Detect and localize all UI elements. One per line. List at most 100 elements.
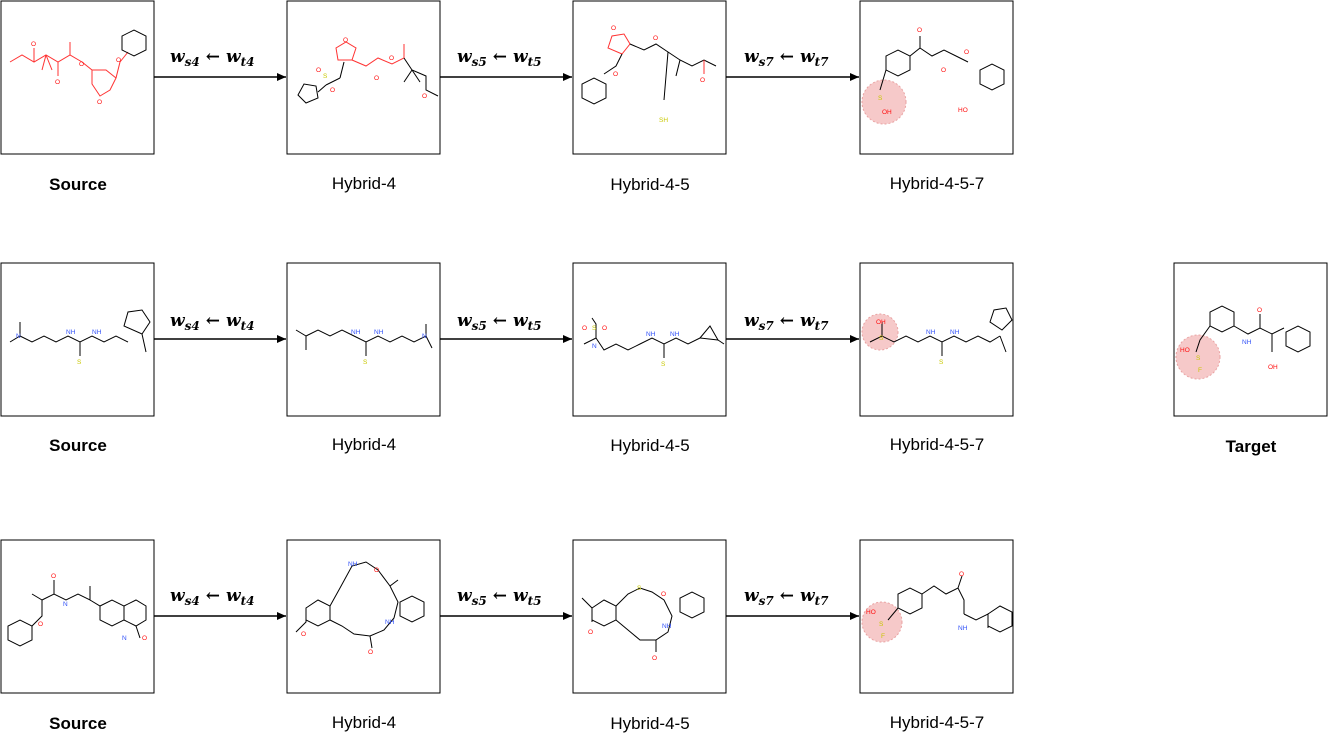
atom-o: O (964, 49, 969, 56)
atom-f: F (1198, 367, 1202, 374)
highlight-substructure (1175, 334, 1221, 380)
hybrid-4-5-molecule-drawing (581, 33, 717, 105)
hybrid-4-5-molecule-drawing (583, 317, 725, 358)
hybrid-4-5-molecule-box (572, 0, 727, 155)
stage-label-source: Source (49, 175, 107, 194)
hybrid-4-5-7-molecule-drawing (861, 307, 1013, 356)
atom-o: O (653, 35, 658, 42)
atom-o: O (613, 71, 618, 78)
atom-ho: HO (1180, 347, 1190, 354)
hybrid-4-molecule-drawing (297, 41, 439, 104)
atom-o: O (142, 635, 147, 642)
hybrid-4-molecule-box (286, 0, 441, 155)
highlight-substructure (861, 601, 903, 643)
atom-nh: NH (351, 329, 361, 336)
atom-nh: NH (92, 329, 102, 336)
atom-o: O (116, 57, 121, 64)
atom-n: N (16, 333, 21, 340)
atom-nh: NH (646, 331, 656, 338)
atom-nh: NH (950, 329, 960, 336)
arrow-weight-label: ws5←wt5 (457, 47, 542, 69)
atom-o: O (374, 567, 379, 574)
hybrid-4-molecule-atoms: NH NH N S (351, 329, 427, 366)
atom-sh: SH (659, 117, 668, 124)
atom-o: O (700, 77, 705, 84)
stage-label-hybrid-4-5: Hybrid-4-5 (610, 714, 689, 733)
atom-nh: NH (385, 619, 395, 626)
atom-ho: HO (958, 107, 968, 114)
atom-o: O (959, 571, 964, 578)
atom-o: O (330, 87, 335, 94)
hybrid-4-5-7-molecule-atoms: HO S F O NH (866, 571, 968, 640)
stage-label-hybrid-4-5: Hybrid-4-5 (610, 436, 689, 455)
atom-nh: NH (374, 329, 384, 336)
atom-o: O (343, 37, 348, 44)
atom-o: O (55, 79, 60, 86)
atom-o: O (1257, 307, 1262, 314)
source-molecule-atoms: O O O O O (31, 41, 121, 106)
atom-o: O (316, 67, 321, 74)
atom-o: O (602, 325, 607, 332)
atom-o: O (941, 67, 946, 74)
atom-s: S (1196, 355, 1201, 362)
highlight-substructure (861, 79, 907, 125)
hybrid-4-5-7-molecule-box (859, 0, 1014, 155)
row-2: N NH NH S NH NH N S S O O (0, 262, 1328, 456)
stage-label-target: Target (1226, 437, 1277, 456)
atom-o: O (368, 649, 373, 656)
atom-nh: NH (66, 329, 76, 336)
hybrid-4-molecule-atoms: S O O O O O O (316, 37, 427, 100)
atom-o: O (917, 27, 922, 34)
arrow-weight-label: ws7←wt7 (744, 47, 829, 69)
atom-nh: NH (926, 329, 936, 336)
hybrid-4-5-7-molecule-drawing (861, 575, 1013, 643)
source-molecule-drawing (7, 580, 147, 647)
hybrid-4-5-molecule-box (572, 539, 727, 694)
atom-nh: NH (662, 623, 672, 630)
stage-label-hybrid-4-5-7: Hybrid-4-5-7 (890, 713, 984, 732)
atom-o: O (38, 621, 43, 628)
source-molecule-box (0, 262, 155, 417)
hybrid-4-5-molecule-atoms: O S O NH O (588, 585, 672, 662)
atom-nh: NH (1242, 339, 1252, 346)
atom-n: N (122, 635, 127, 642)
source-molecule-drawing (9, 29, 147, 97)
atom-o: O (389, 55, 394, 62)
atom-oh: OH (876, 319, 886, 326)
stage-label-hybrid-4-5-7: Hybrid-4-5-7 (890, 435, 984, 454)
atom-oh: OH (1268, 364, 1278, 371)
hybrid-4-molecule-box (286, 262, 441, 417)
stage-label-hybrid-4: Hybrid-4 (332, 174, 396, 193)
atom-o: O (374, 75, 379, 82)
atom-s: S (323, 73, 328, 80)
atom-oh: OH (882, 109, 892, 116)
arrow-weight-label: ws5←wt5 (457, 311, 542, 333)
hybrid-4-5-molecule-atoms: O O O O SH (611, 25, 705, 124)
atom-o: O (588, 629, 593, 636)
atom-n: N (63, 601, 68, 608)
arrow-weight-label: ws5←wt5 (457, 586, 542, 608)
atom-nh: NH (958, 625, 968, 632)
arrow-weight-label: ws7←wt7 (744, 586, 829, 608)
row-1: O O O O O S O O O O O O (0, 0, 1014, 194)
source-molecule-drawing (9, 309, 151, 356)
arrow-weight-label: ws4←wt4 (170, 47, 255, 69)
target-molecule-atoms: HO S F NH O OH (1180, 307, 1278, 374)
hybrid-4-molecule-box (286, 539, 441, 694)
atom-s: S (879, 335, 884, 342)
atom-s: S (939, 359, 944, 366)
atom-s: S (363, 359, 368, 366)
atom-n: N (422, 333, 427, 340)
stage-label-source: Source (49, 714, 107, 733)
arrow-weight-label: ws7←wt7 (744, 311, 829, 333)
atom-nh: NH (670, 331, 680, 338)
atom-s: S (878, 95, 883, 102)
atom-o: O (422, 93, 427, 100)
atom-o: O (51, 573, 56, 580)
atom-o: O (582, 325, 587, 332)
arrow-weight-label: ws4←wt4 (170, 311, 255, 333)
atom-s: S (592, 325, 597, 332)
row-3: O O N N O O NH O NH O (0, 539, 1014, 733)
stage-label-source: Source (49, 436, 107, 455)
atom-o: O (652, 655, 657, 662)
